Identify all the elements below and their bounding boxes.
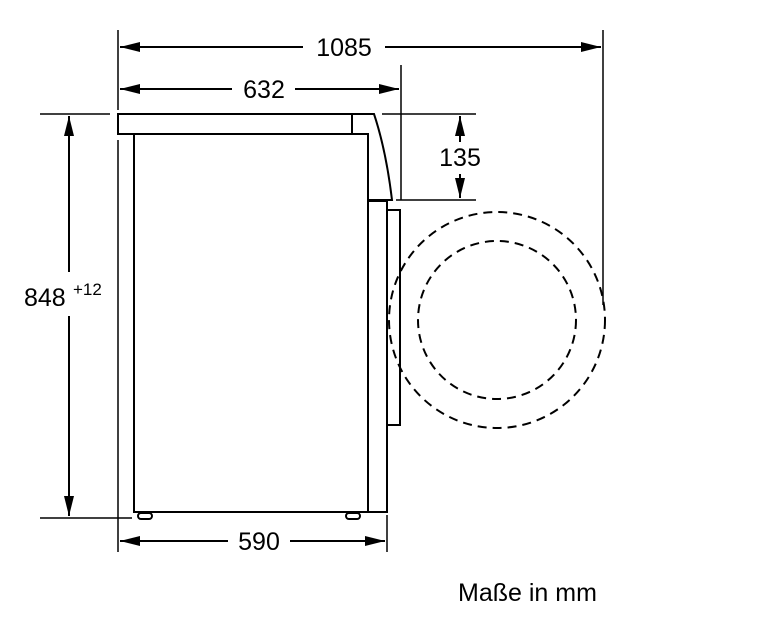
door-swing (388, 211, 606, 429)
dim-135-label: 135 (439, 144, 481, 172)
door-outer-circle (388, 211, 606, 429)
dim-590-label: 590 (238, 528, 280, 556)
dim-1085-label: 1085 (316, 34, 372, 62)
units-caption: Maße in mm (458, 579, 597, 607)
door-frame (386, 209, 401, 426)
dim-848-label: 848 (24, 284, 66, 312)
door-inner-circle (417, 240, 577, 400)
extension-lines (40, 30, 604, 552)
foot-left (137, 512, 153, 520)
dim-848-tolerance: +12 (73, 280, 102, 299)
dim-632-label: 632 (243, 76, 285, 104)
front-panel (367, 200, 388, 513)
foot-right (345, 512, 361, 520)
appliance-outline (117, 113, 401, 520)
top-front-curve (352, 113, 394, 201)
cabinet-body (133, 133, 369, 513)
worktop (117, 113, 353, 135)
